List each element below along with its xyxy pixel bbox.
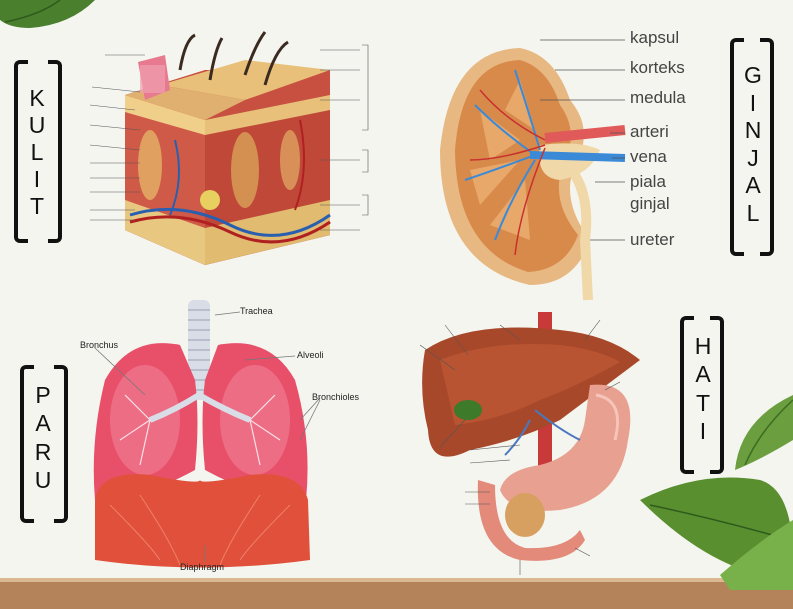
skin-diagram: [90, 32, 368, 265]
ginjal-letter: G: [744, 62, 762, 89]
paru-letter: A: [35, 410, 50, 437]
ginjal-letter: L: [747, 200, 760, 227]
ginjal-letter: J: [747, 145, 759, 172]
ginjal-letter: N: [745, 117, 762, 144]
liver-diagram: [420, 312, 640, 575]
lung-label-diaphragm: Diaphragm: [180, 562, 224, 572]
paru-letter: P: [35, 382, 50, 409]
hati-letter: A: [695, 361, 710, 388]
leaf-icon-top-left: [0, 0, 95, 28]
hati-letter: I: [700, 418, 706, 445]
kidney-label-piala: piala: [630, 172, 666, 192]
kulit-letter: I: [34, 166, 40, 193]
kulit-letter: U: [29, 112, 46, 139]
lung-label-bronchus: Bronchus: [80, 340, 118, 350]
kulit-letter: T: [30, 193, 44, 220]
ginjal-heading: G I N J A L: [738, 62, 768, 227]
kidney-label-kapsul: kapsul: [630, 28, 679, 48]
hati-letter: H: [695, 333, 712, 360]
kidney-label-ginjal: ginjal: [630, 194, 670, 214]
lung-label-trachea: Trachea: [240, 306, 273, 316]
ginjal-letter: I: [750, 90, 756, 117]
kidney-label-vena: vena: [630, 147, 667, 167]
hati-heading: H A T I: [688, 333, 718, 445]
paru-letter: U: [35, 467, 52, 494]
kidney-label-medula: medula: [630, 88, 686, 108]
lung-label-bronchioles: Bronchioles: [312, 392, 359, 402]
kulit-heading: K U L I T: [22, 85, 52, 220]
kulit-letter: K: [29, 85, 44, 112]
kidney-label-arteri: arteri: [630, 122, 669, 142]
lung-label-alveoli: Alveoli: [297, 350, 324, 360]
kulit-letter: L: [31, 139, 44, 166]
paru-heading: P A R U: [28, 382, 58, 494]
ginjal-letter: A: [745, 172, 760, 199]
kidney-label-korteks: korteks: [630, 58, 685, 78]
kidney-diagram: [440, 40, 625, 300]
lungs-diagram: [94, 300, 320, 568]
floor-strip: [0, 580, 793, 609]
hati-letter: T: [696, 390, 710, 417]
paru-letter: R: [35, 439, 52, 466]
kidney-label-ureter: ureter: [630, 230, 674, 250]
